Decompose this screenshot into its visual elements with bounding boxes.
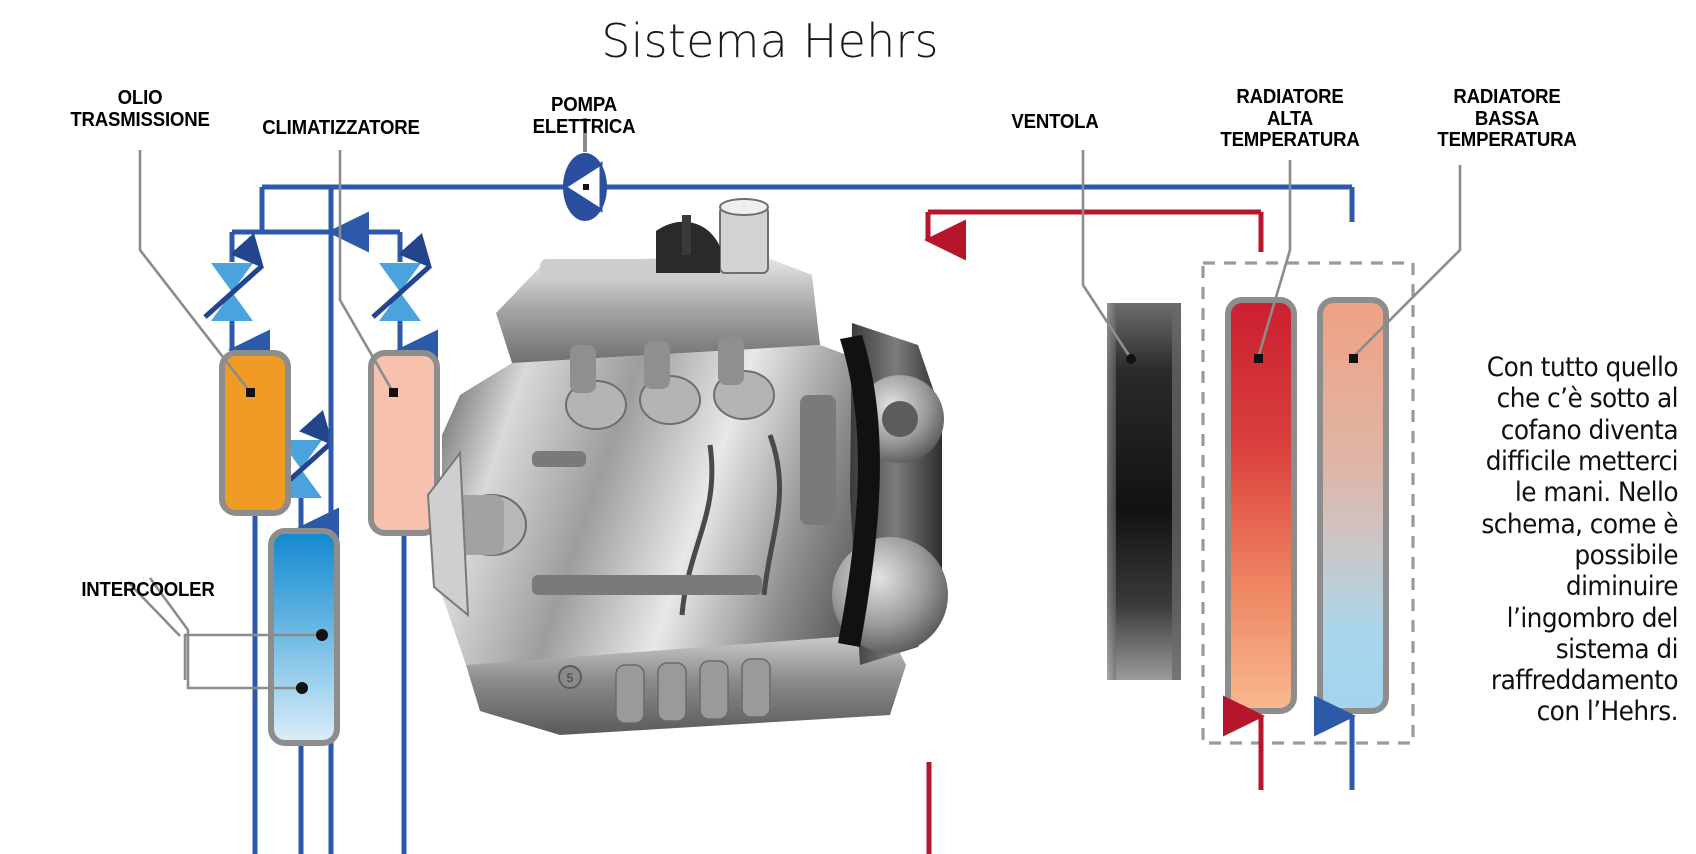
label-climatizzatore: CLIMATIZZATORE [262, 117, 420, 139]
intercooler-leader-dot [296, 682, 308, 694]
description-text: Con tutto quello che c’è sotto al cofano… [1481, 352, 1678, 728]
svg-text:5: 5 [567, 671, 574, 685]
label-radiatore-bassa: RADIATORE BASSA TEMPERATURA [1437, 86, 1577, 152]
oil-transmission-cooler [219, 350, 291, 516]
leader-lines [127, 150, 1462, 680]
intercooler [268, 528, 340, 746]
hot-circuit-pipes [923, 209, 1264, 854]
label-radiatore-alta: RADIATORE ALTA TEMPERATURA [1220, 86, 1360, 152]
fan [1107, 303, 1181, 680]
cold-return-pipes [252, 510, 407, 854]
valve-outlet-arrows [227, 321, 438, 549]
radiator-module-outline [1201, 261, 1415, 745]
label-pompa-elettrica: POMPA ELETTRICA [532, 94, 636, 138]
leader-dots [246, 354, 1358, 641]
label-ventola: VENTOLA [1011, 111, 1099, 133]
label-intercooler: INTERCOOLER [81, 579, 215, 601]
electric-pump [562, 118, 607, 221]
page-title: Sistema Hehrs [601, 14, 939, 68]
valve-ac-condenser [371, 232, 433, 321]
engine-photo: 5 [426, 198, 948, 735]
valve-oil-cooler [203, 232, 265, 321]
label-olio-trasmissione: OLIO TRASMISSIONE [70, 87, 210, 131]
ac-condenser [368, 350, 440, 536]
intercooler-leader [148, 577, 300, 690]
